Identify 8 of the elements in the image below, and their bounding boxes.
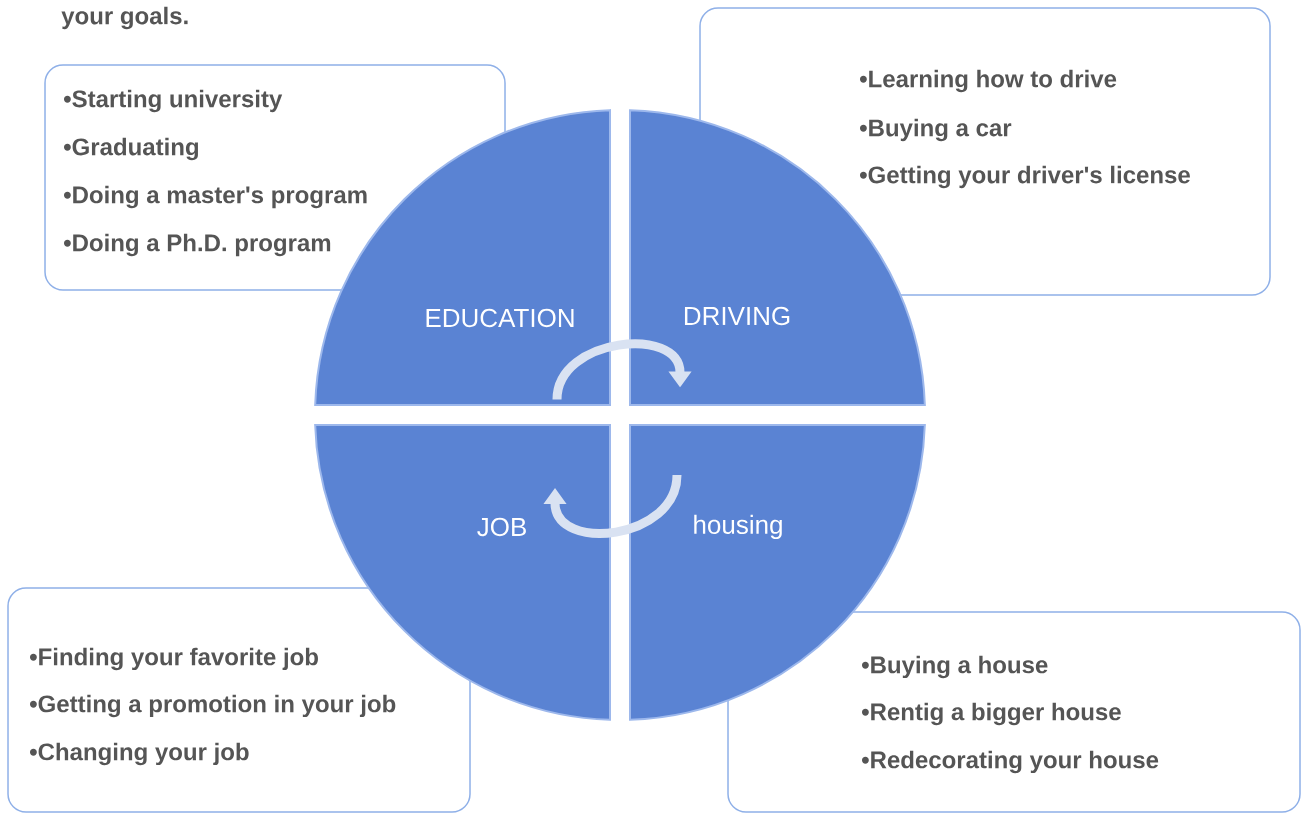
list-item: •Changing your job [30, 742, 249, 766]
list-box [727, 611, 1301, 813]
list-item: •Redecorating your house [862, 750, 1159, 774]
list-box [7, 587, 471, 813]
heading-text: your goals. [61, 6, 188, 30]
list-item: •Learning how to drive [860, 69, 1117, 93]
list-item: •Graduating [64, 137, 198, 161]
list-item: •Starting university [64, 89, 283, 113]
